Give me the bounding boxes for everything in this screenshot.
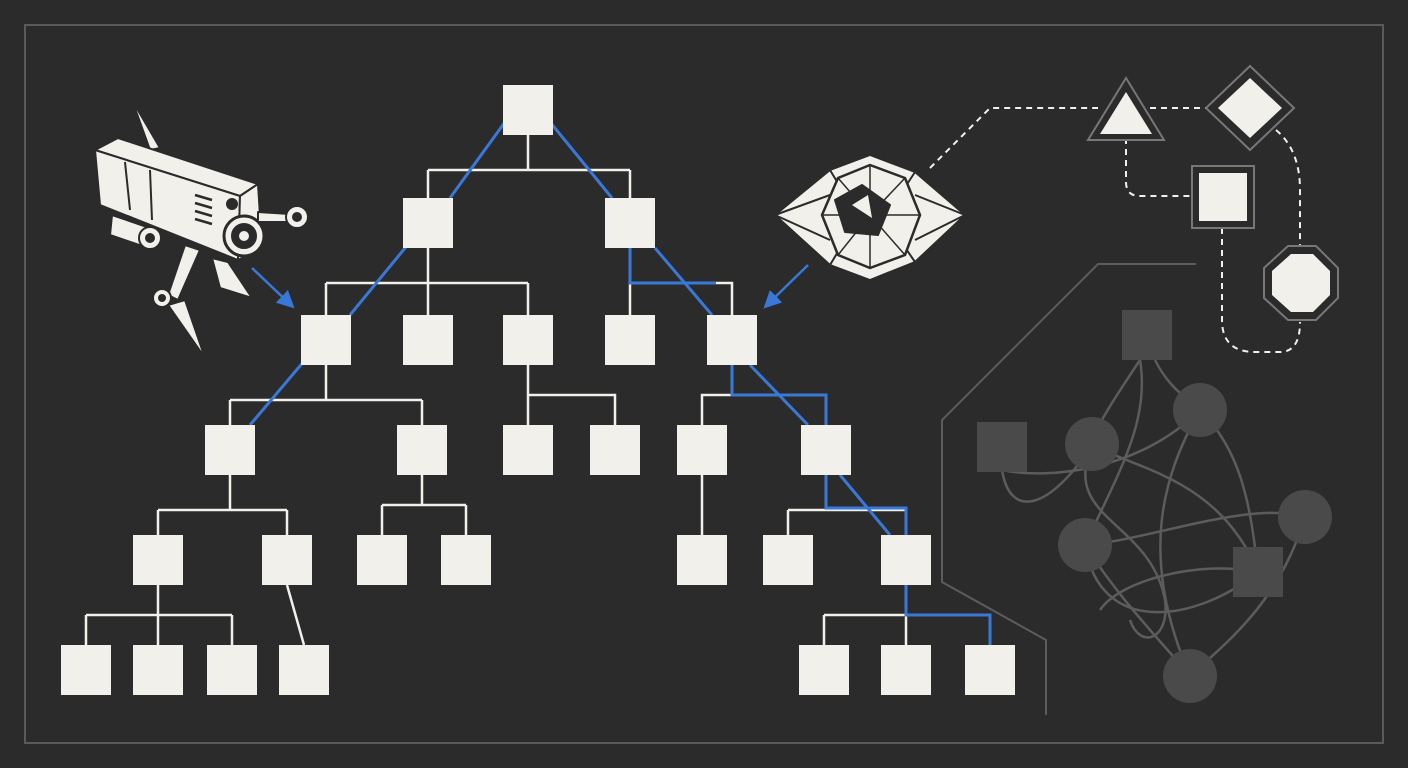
graph-node-square — [977, 422, 1027, 472]
icon-arrows — [251, 264, 809, 309]
highlight-paths — [248, 121, 992, 645]
tree-node — [605, 198, 655, 248]
tree-node — [403, 198, 453, 248]
tree-node — [207, 645, 257, 695]
tree-node — [133, 645, 183, 695]
graph-nodes — [977, 310, 1332, 703]
tree-node — [262, 535, 312, 585]
outer-frame — [24, 24, 1384, 744]
shape-group — [1086, 64, 1339, 321]
highlight-path-right — [548, 121, 992, 645]
geometric-eye-icon — [774, 154, 966, 281]
graph-node-circle — [1163, 649, 1217, 703]
tree-node — [503, 425, 553, 475]
tree-node-root — [503, 85, 553, 135]
tree-node — [279, 645, 329, 695]
camera-arrow — [251, 267, 295, 309]
tree-node — [133, 535, 183, 585]
tree-node — [763, 535, 813, 585]
graph-boundary — [941, 263, 1196, 715]
tree-node — [503, 315, 553, 365]
graph-node-circle — [1278, 490, 1332, 544]
tree-node — [441, 535, 491, 585]
camera-drone-icon — [94, 99, 309, 359]
tree-node — [605, 315, 655, 365]
eye-arrow — [763, 264, 809, 309]
graph-node-square — [1233, 547, 1283, 597]
tree-node — [881, 535, 931, 585]
graph-node-square — [1122, 310, 1172, 360]
tree-node — [965, 645, 1015, 695]
tree-node — [397, 425, 447, 475]
graph-edges — [1000, 359, 1307, 677]
tree-node — [707, 315, 757, 365]
tree-node — [205, 425, 255, 475]
tree-node — [61, 645, 111, 695]
graph-node-circle — [1065, 417, 1119, 471]
tree-node — [301, 315, 351, 365]
tree-node — [677, 535, 727, 585]
tree-nodes — [61, 85, 1015, 695]
tree-node — [677, 425, 727, 475]
tree-node — [357, 535, 407, 585]
graph-node-circle — [1173, 383, 1227, 437]
highlight-path-left — [248, 121, 507, 426]
tree-node — [799, 645, 849, 695]
tree-node — [590, 425, 640, 475]
tree-node — [403, 315, 453, 365]
tree-node — [881, 645, 931, 695]
graph-node-circle — [1058, 518, 1112, 572]
tree-node — [801, 425, 851, 475]
shape-connectors — [929, 107, 1301, 353]
